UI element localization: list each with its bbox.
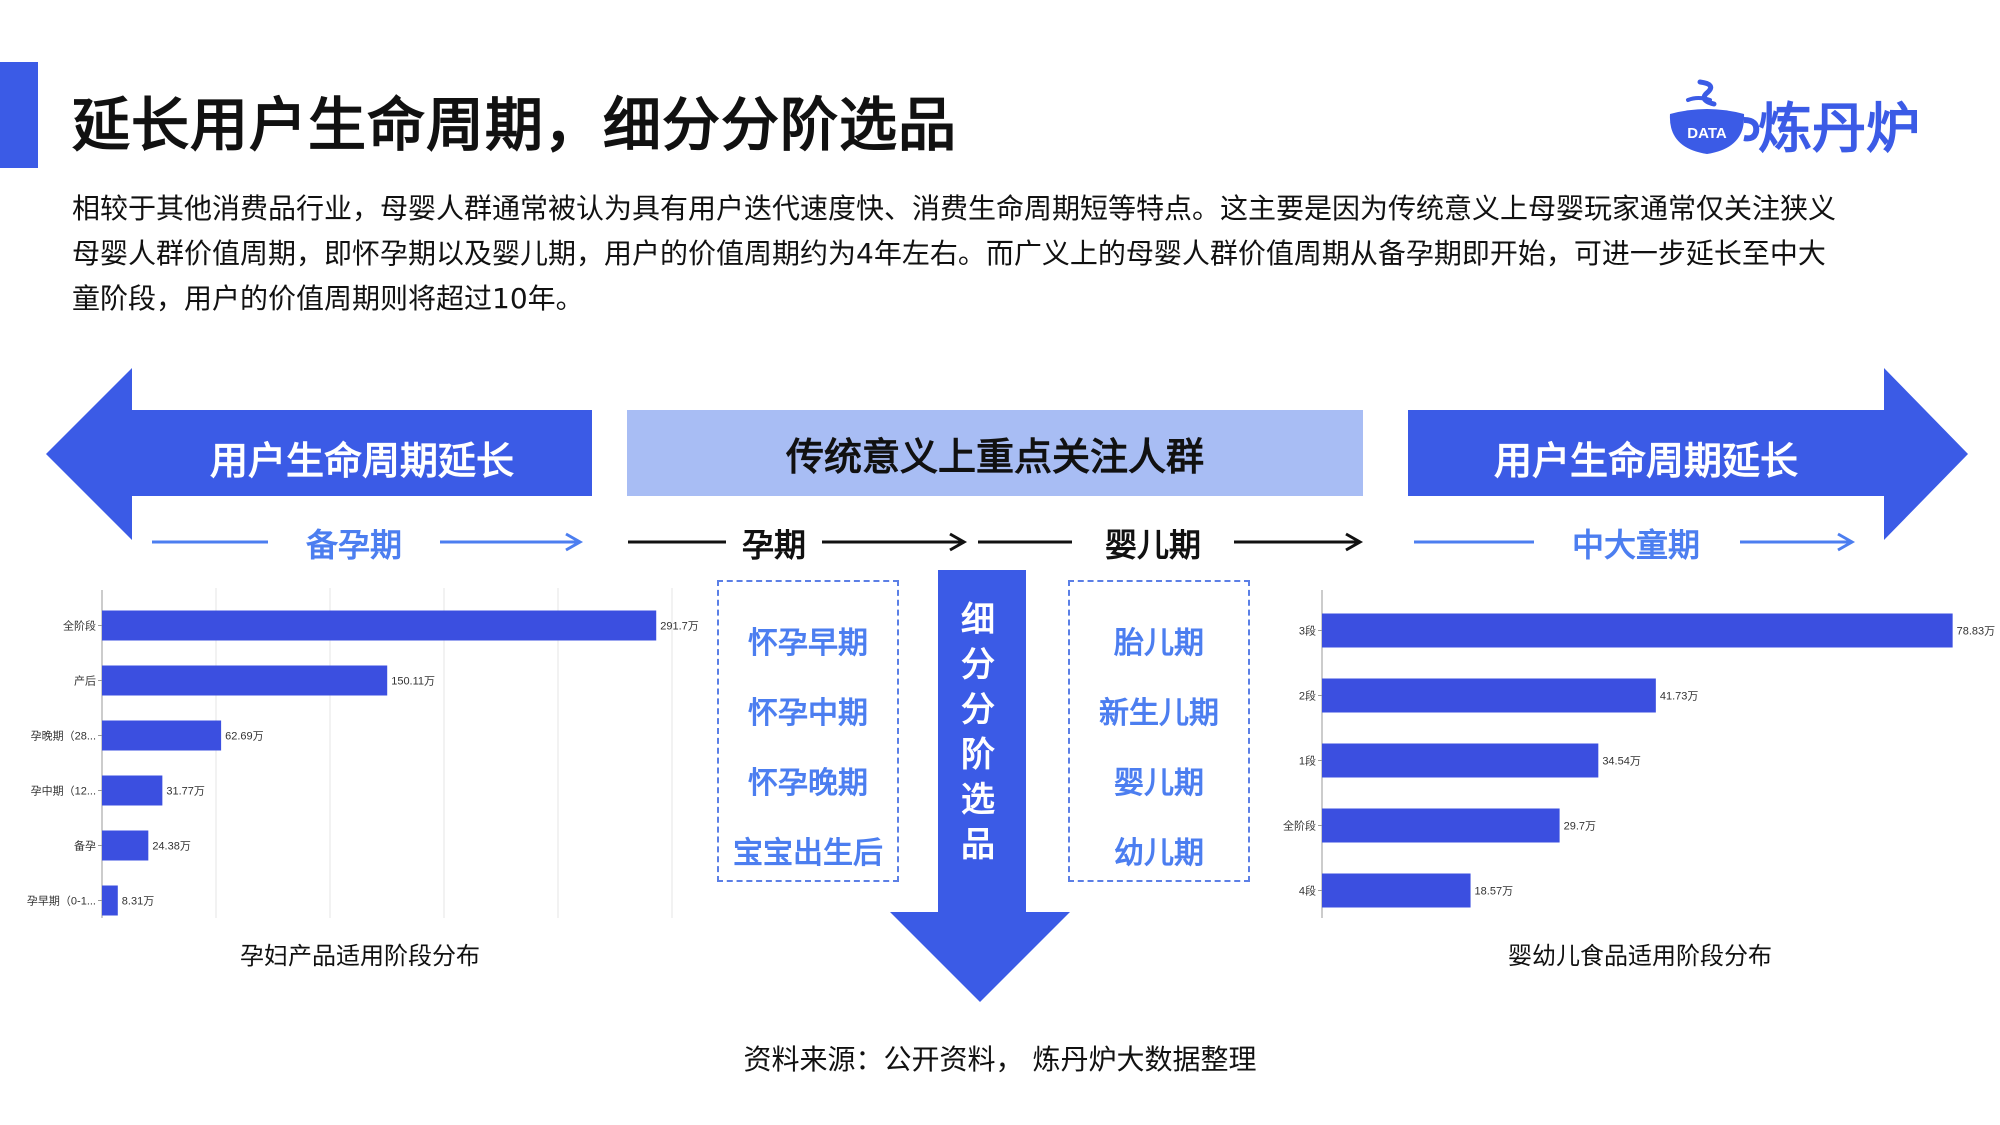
cauldron-icon: DATA xyxy=(1669,79,1760,154)
chart-value-label: 8.31万 xyxy=(122,896,154,908)
chart-category-label: 孕晚期（28... xyxy=(31,730,96,743)
phase-preconception: 备孕期 xyxy=(305,526,402,564)
chart-value-label: 41.73万 xyxy=(1660,691,1699,703)
infant-stage-item: 幼儿期 xyxy=(1114,836,1204,871)
left-extend-arrow xyxy=(46,368,592,540)
chart-bar xyxy=(1322,743,1599,778)
pregnancy-stage-box: 怀孕早期 怀孕中期 怀孕晚期 宝宝出生后 xyxy=(717,580,899,882)
chart-bar xyxy=(1322,678,1656,713)
chart-value-label: 150.11万 xyxy=(391,676,435,688)
chart-category-label: 孕早期（0-1... xyxy=(27,895,96,908)
phase-older-child: 中大童期 xyxy=(1571,526,1700,564)
chart-category-label: 备孕 xyxy=(74,839,96,853)
chart-bar xyxy=(1322,873,1471,908)
infant-stage-box: 胎儿期 新生儿期 婴儿期 幼儿期 xyxy=(1068,580,1250,882)
chart-bar xyxy=(1322,808,1560,843)
infant-stage-item: 新生儿期 xyxy=(1099,696,1219,731)
chart-value-label: 78.83万 xyxy=(1957,626,1996,638)
chart-category-label: 全阶段 xyxy=(63,619,96,633)
traditional-focus-band: 传统意义上重点关注人群 xyxy=(627,410,1363,496)
intro-paragraph: 相较于其他消费品行业，母婴人群通常被认为具有用户迭代速度快、消费生命周期短等特点… xyxy=(72,192,1837,315)
pregnancy-stage-item: 怀孕晚期 xyxy=(748,766,868,801)
infant-stage-item: 婴儿期 xyxy=(1114,766,1204,801)
chart-category-label: 1段 xyxy=(1299,754,1316,768)
lifecycle-arrows xyxy=(46,368,1968,540)
left-chart-caption: 孕妇产品适用阶段分布 xyxy=(240,942,480,970)
phase-pregnancy: 孕期 xyxy=(741,526,806,564)
phase-infancy: 婴儿期 xyxy=(1104,526,1201,564)
right-chart-caption: 婴幼儿食品适用阶段分布 xyxy=(1508,942,1772,970)
chart-value-label: 291.7万 xyxy=(660,621,699,633)
logo-badge: DATA xyxy=(1687,125,1727,142)
brand-logo: DATA 炼丹炉 xyxy=(1652,70,1942,160)
chart-bar xyxy=(102,775,163,806)
source-note: 资料来源：公开资料， 炼丹炉大数据整理 xyxy=(743,1043,1257,1076)
chart-bar xyxy=(102,830,149,861)
refine-selection-label: 细分分阶选品 xyxy=(961,600,995,865)
chart-category-label: 孕中期（12... xyxy=(31,785,96,798)
refine-selection-arrow xyxy=(890,570,1070,1002)
pregnancy-stage-item: 怀孕早期 xyxy=(748,626,868,661)
right-extend-label: 用户生命周期延长 xyxy=(1493,439,1798,483)
chart-bar xyxy=(102,610,657,641)
chart-bar xyxy=(102,885,118,916)
chart-value-label: 29.7万 xyxy=(1564,821,1596,833)
traditional-focus-label: 传统意义上重点关注人群 xyxy=(785,434,1204,479)
right-extend-arrow xyxy=(1408,368,1968,540)
chart-bar xyxy=(1322,613,1953,648)
chart-value-label: 24.38万 xyxy=(152,841,191,853)
chart-category-label: 2段 xyxy=(1299,689,1316,703)
phase-timeline xyxy=(152,532,1856,552)
chart-category-label: 4段 xyxy=(1299,884,1316,898)
chart-value-label: 18.57万 xyxy=(1475,886,1514,898)
chart-category-label: 产后 xyxy=(74,674,96,688)
title-accent-bar xyxy=(0,62,38,168)
page-title: 延长用户生命周期，细分分阶选品 xyxy=(72,91,958,159)
chart-bar xyxy=(102,720,222,751)
pregnancy-stage-item: 宝宝出生后 xyxy=(733,836,883,871)
chart-category-label: 3段 xyxy=(1299,624,1316,638)
chart-category-label: 全阶段 xyxy=(1283,819,1316,833)
chart-value-label: 31.77万 xyxy=(166,786,205,798)
logo-name: 炼丹炉 xyxy=(1758,97,1920,160)
left-extend-label: 用户生命周期延长 xyxy=(209,439,514,483)
chart-bar xyxy=(102,665,388,696)
infant-stage-item: 胎儿期 xyxy=(1114,626,1204,661)
pregnancy-stage-item: 怀孕中期 xyxy=(748,696,868,731)
chart-value-label: 62.69万 xyxy=(225,731,264,743)
chart-value-label: 34.54万 xyxy=(1602,756,1641,768)
